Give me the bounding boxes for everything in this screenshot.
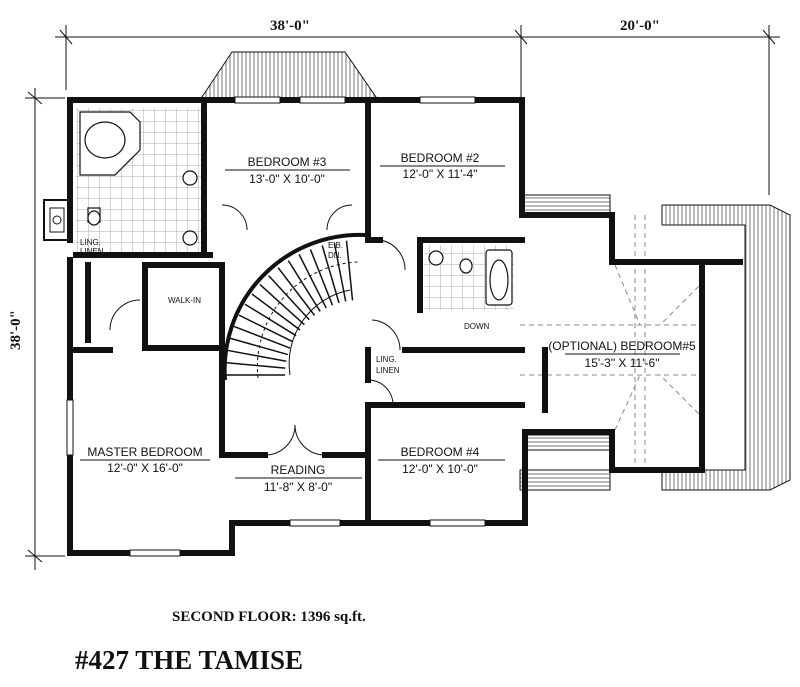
stair-tread [333, 242, 347, 302]
model-title: #427 THE TAMISE [75, 645, 304, 675]
stair-tread [287, 260, 321, 312]
dimension-top-main: 38'-0" [270, 18, 310, 34]
room-size-bedroom-5: 15'-3" X 11'-6" [585, 356, 660, 370]
linen-label-1b: LINEN [80, 247, 104, 256]
stair-tread [238, 314, 294, 343]
walls [67, 97, 743, 556]
door-swings [109, 204, 406, 456]
down-label: DOWN [464, 322, 490, 331]
stair-tread [227, 349, 287, 363]
stair-tread [251, 293, 301, 331]
stair-tread [268, 275, 310, 321]
room-name-bedroom-4: BEDROOM #4 [401, 445, 480, 459]
linen-label-2b: LINEN [376, 366, 400, 375]
bath-fixtures [79, 111, 513, 306]
room-size-bedroom-3: 13'-0" X 10'-0" [249, 172, 325, 186]
cathedral-ceiling-lines [520, 215, 706, 470]
stair-tread [233, 325, 291, 349]
linen-label-2: LING. [376, 355, 397, 364]
stair-tread [244, 303, 297, 337]
room-name-bedroom-5: (OPTIONAL) BEDROOM#5 [548, 339, 696, 353]
curved-staircase [222, 232, 366, 381]
stair-tread [309, 249, 334, 306]
stair-tread [225, 361, 286, 369]
room-size-bedroom-4: 12'-0" X 10'-0" [402, 462, 478, 476]
room-name-bedroom-2: BEDROOM #2 [401, 151, 480, 165]
room-labels: BEDROOM #3 13'-0" X 10'-0" BEDROOM #2 12… [80, 151, 696, 494]
dimension-top-wing: 20'-0" [620, 18, 660, 34]
dimension-left: 38'-0" [8, 310, 24, 350]
stair-tread [277, 267, 316, 316]
roof-areas [199, 51, 791, 491]
room-name-master-bedroom: MASTER BEDROOM [87, 445, 202, 459]
stair-tread [345, 240, 354, 301]
room-name-bedroom-3: BEDROOM #3 [248, 155, 327, 169]
stair-tread [298, 254, 327, 309]
chimney [43, 199, 71, 241]
room-name-reading: READING [271, 463, 326, 477]
stair-tread [229, 337, 289, 356]
room-size-master-bedroom: 12'-0" X 16'-0" [107, 461, 183, 475]
stair-tread [321, 245, 340, 304]
stair-tread [259, 283, 305, 326]
walk-in-label: WALK-IN [168, 296, 201, 305]
room-size-bedroom-2: 12'-0" X 11'-4" [403, 167, 478, 181]
dn-label: DN. [328, 251, 342, 260]
room-size-reading: 11'-8" X 8'-0" [264, 480, 332, 494]
eb-label: E.B. [328, 241, 343, 250]
linen-label-1: LING. [80, 238, 101, 247]
windows [66, 96, 486, 557]
dimension-lines [25, 25, 780, 570]
floor-area-caption: SECOND FLOOR: 1396 sq.ft. [172, 609, 366, 625]
